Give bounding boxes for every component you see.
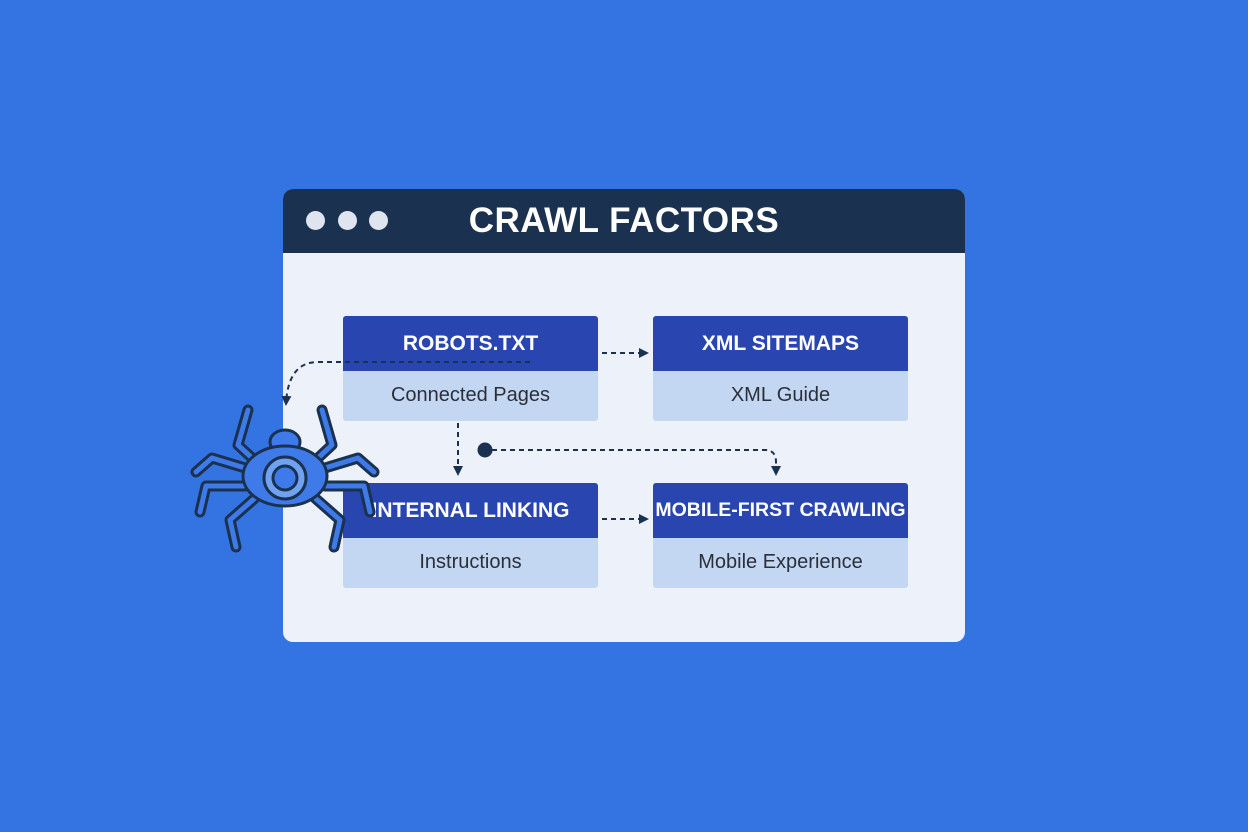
window-title: CRAWL FACTORS bbox=[468, 201, 780, 240]
node-internal-linking: INTERNAL LINKING Instructions bbox=[343, 483, 598, 588]
node-internal-linking-title: INTERNAL LINKING bbox=[343, 483, 598, 538]
window-control-maximize-dot[interactable] bbox=[369, 211, 388, 230]
edge-robots-to-spider bbox=[281, 361, 530, 406]
edge-start-dot bbox=[477, 442, 493, 458]
window-control-minimize-dot[interactable] bbox=[338, 211, 357, 230]
node-mobile-first-crawling-title: MOBILE-FIRST CRAWLING bbox=[653, 483, 908, 538]
node-mobile-first-crawling: MOBILE-FIRST CRAWLING Mobile Experience bbox=[653, 483, 908, 588]
browser-window: CRAWL FACTORS ROBOTS.TXT Connected Pages… bbox=[283, 189, 965, 642]
node-internal-linking-subtitle: Instructions bbox=[419, 551, 522, 573]
node-robots-txt-subtitle: Connected Pages bbox=[390, 384, 550, 406]
node-mobile-first-crawling-subtitle: Mobile Experience bbox=[698, 551, 863, 573]
window-control-close-dot[interactable] bbox=[306, 211, 325, 230]
node-robots-txt: ROBOTS.TXT Connected Pages bbox=[343, 316, 598, 421]
window-titlebar: CRAWL FACTORS bbox=[283, 189, 965, 253]
node-xml-sitemaps-title: XML SITEMAPS bbox=[653, 316, 908, 371]
spider-icon bbox=[190, 404, 380, 553]
edge-robots-to-mobile bbox=[492, 449, 781, 476]
node-xml-sitemaps-subtitle: XML Guide bbox=[730, 384, 831, 406]
node-xml-sitemaps: XML SITEMAPS XML Guide bbox=[653, 316, 908, 421]
